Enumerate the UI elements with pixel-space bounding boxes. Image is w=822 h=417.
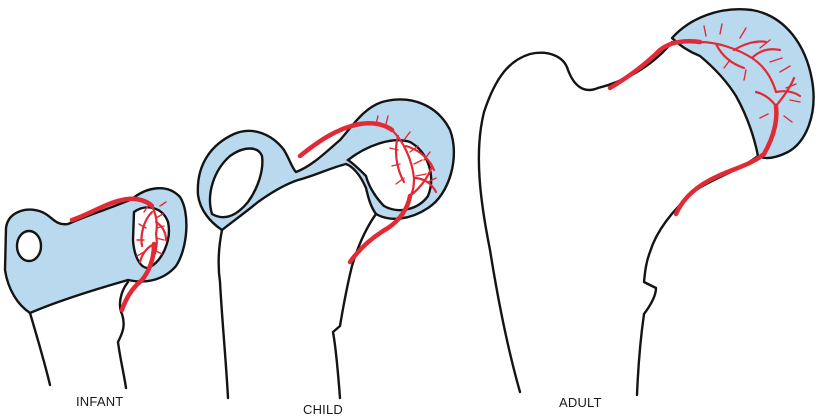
child-trochanter-ossification (208, 147, 264, 219)
adult-vessel-branches (698, 40, 802, 108)
adult-femur (477, 8, 815, 397)
infant-epiphyseal-artery (69, 196, 155, 223)
label-adult: ADULT (559, 395, 602, 410)
child-vessel-branches (390, 128, 438, 198)
adult-cartilage (670, 8, 815, 160)
adult-epiphyseal-artery (607, 39, 703, 91)
label-child: CHILD (303, 402, 344, 417)
child-femur (196, 98, 456, 400)
child-vessel-twigs (375, 115, 437, 185)
label-infant: INFANT (76, 394, 124, 409)
infant-vessel-twigs (136, 201, 167, 257)
infant-femur-outline (28, 280, 130, 390)
adult-femur-outline (477, 40, 760, 397)
child-epiphyseal-artery (297, 121, 395, 159)
infant-vessel-branches (138, 204, 168, 264)
child-femur-outline (217, 212, 378, 400)
infant-trochanter-ossification (15, 229, 43, 263)
child-metaphyseal-artery (347, 193, 413, 265)
infant-femur (3, 187, 188, 390)
adult-metaphyseal-artery (673, 103, 779, 217)
adult-vessel-twigs (703, 23, 801, 123)
